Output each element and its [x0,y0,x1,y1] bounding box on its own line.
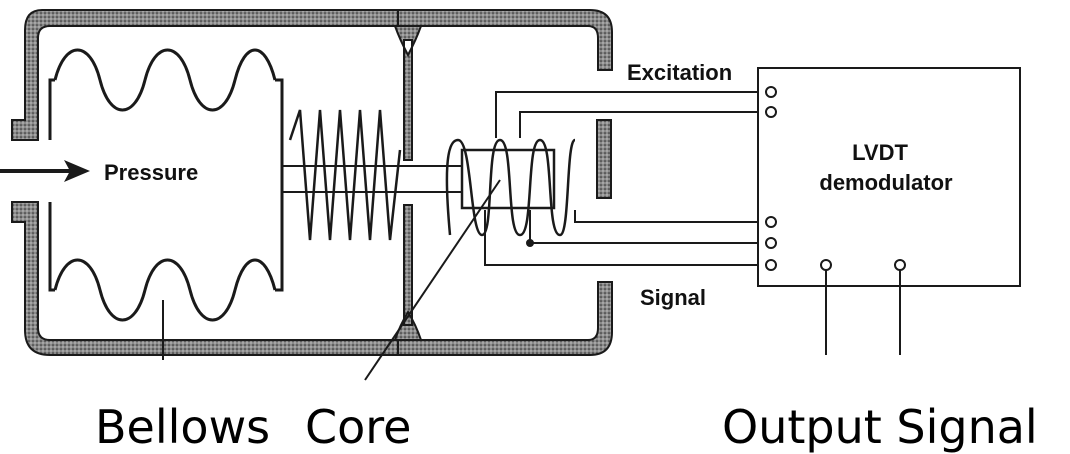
pressure-arrow [0,160,90,182]
caption-core: Core [305,400,411,454]
bellows-left-bottom [50,202,55,290]
housing-bottom-rail [398,282,612,355]
wire-excitation-1 [496,92,768,138]
terminal-signal-1 [766,217,776,227]
excitation-label: Excitation [627,60,732,85]
terminal-output-1 [821,260,831,270]
caption-bellows: Bellows [95,400,270,454]
pressure-label: Pressure [104,160,198,185]
bellows-bottom-wave [55,260,275,320]
bellows-top-wave [55,50,275,110]
bellows-end-wall [275,80,282,290]
housing-top-rail [398,10,612,70]
lvdt-label-line1: LVDT [852,140,908,165]
bellows-left-top [50,80,55,140]
housing-partition [395,26,421,160]
signal-label: Signal [640,285,706,310]
terminal-excitation-2 [766,107,776,117]
sensor-plate [597,120,611,198]
wire-junction [527,240,533,246]
wire-excitation-2 [520,112,768,138]
housing-partition-lower [395,205,421,340]
bellows [50,50,282,320]
caption-output-signal: Output Signal [722,400,1038,454]
terminal-excitation-1 [766,87,776,97]
lvdt-label-line2: demodulator [819,170,953,195]
housing-left-chamber [12,10,408,140]
terminal-signal-2 [766,238,776,248]
spring [290,110,400,240]
wire-signal-1 [575,210,768,222]
terminal-signal-3 [766,260,776,270]
terminal-output-2 [895,260,905,270]
lvdt-coil [447,140,575,235]
